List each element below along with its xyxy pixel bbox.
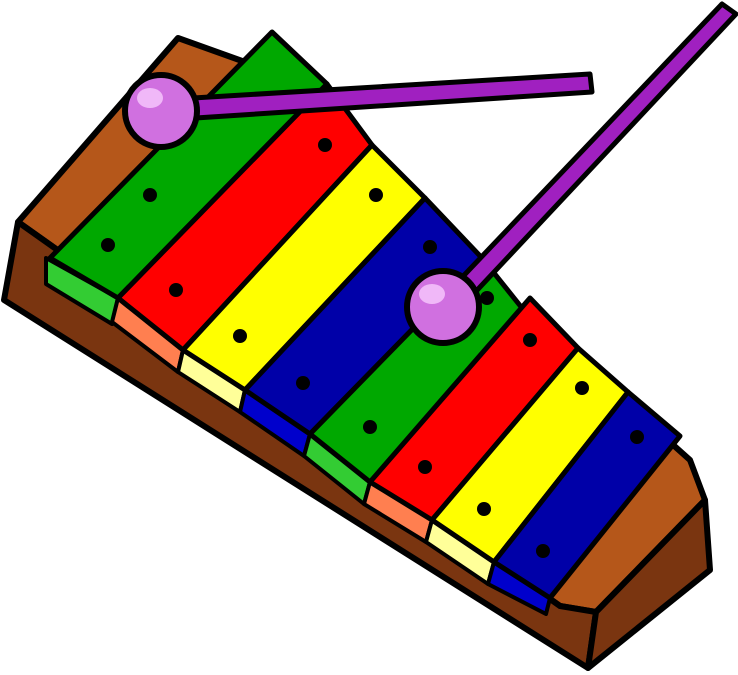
frame-end-face <box>585 497 713 671</box>
bar-hole <box>523 333 537 347</box>
bar-hole <box>630 430 644 444</box>
right-mallet-head <box>404 268 482 346</box>
xylophone-bar-6-red <box>362 295 581 544</box>
left-mallet <box>122 71 595 150</box>
bar-hole <box>477 502 491 516</box>
bar-hole <box>233 329 247 343</box>
bar-hole <box>143 188 157 202</box>
bar-hole <box>423 240 437 254</box>
left-mallet-head <box>122 72 200 150</box>
bar-hole <box>480 291 494 305</box>
bar-hole <box>363 420 377 434</box>
right-mallet <box>404 1 738 346</box>
bar-hole <box>101 238 115 252</box>
bar-hole <box>575 381 589 395</box>
bar-hole <box>169 283 183 297</box>
left-mallet-highlight <box>137 88 163 108</box>
bar-hole <box>536 544 550 558</box>
right-mallet-highlight <box>419 284 445 304</box>
bar-hole <box>418 460 432 474</box>
bar-hole <box>318 138 332 152</box>
right-mallet-stick <box>447 1 738 305</box>
xylophone-bar-8-blue <box>486 389 683 616</box>
bar-hole <box>369 188 383 202</box>
bar-hole <box>296 376 310 390</box>
